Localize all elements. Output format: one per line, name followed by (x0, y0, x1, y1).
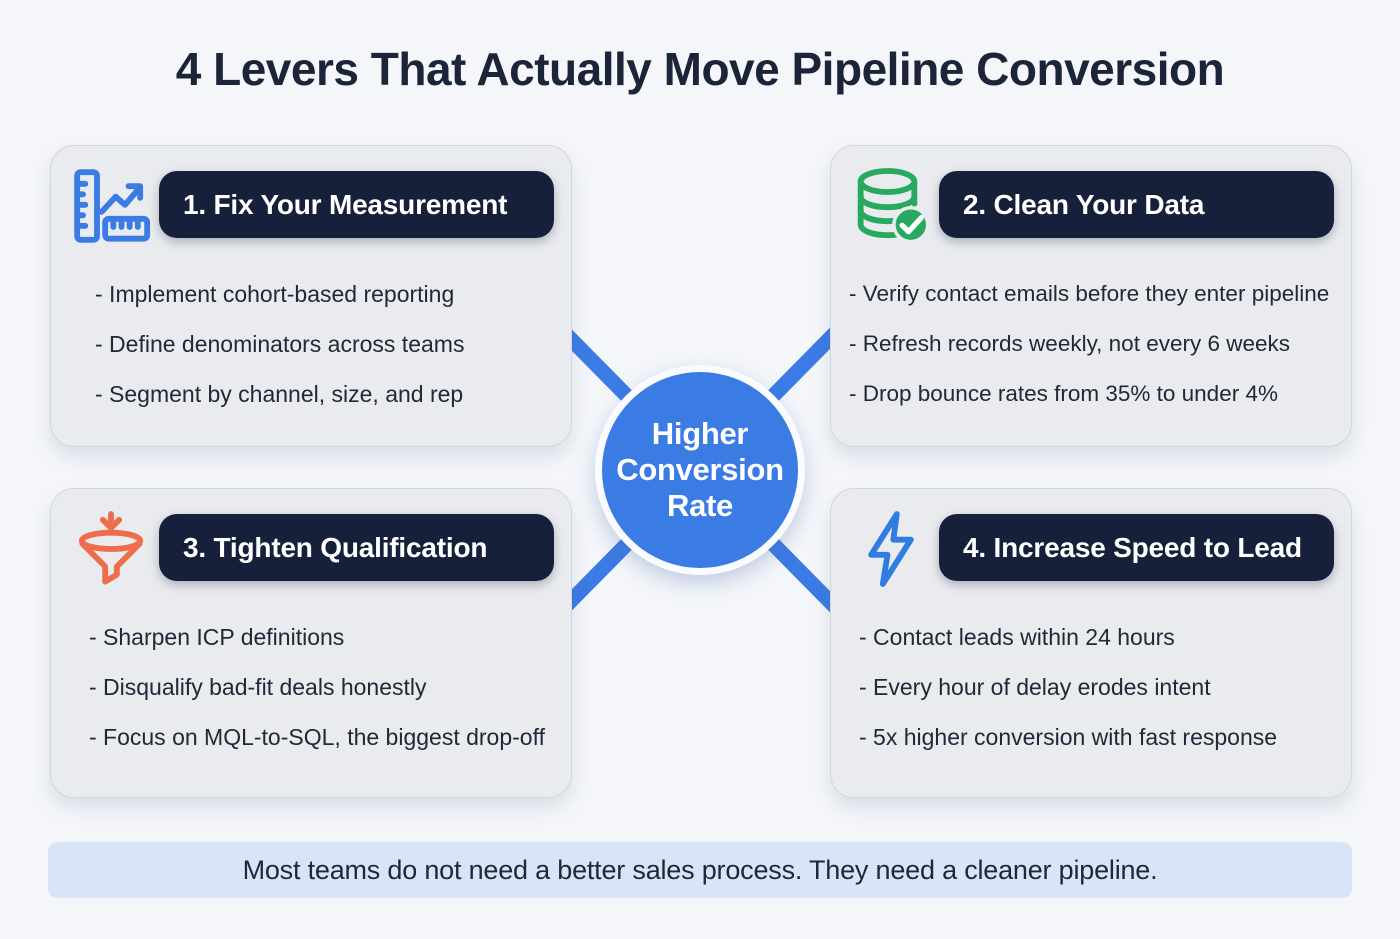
bullet-item: - Define denominators across teams (95, 331, 465, 357)
bullet-item: - Segment by channel, size, and rep (95, 381, 464, 407)
card-title: 1. Fix Your Measurement (183, 188, 508, 220)
footer-text: Most teams do not need a better sales pr… (242, 854, 1158, 885)
bullet-item: - Sharpen ICP definitions (89, 624, 345, 650)
card-fix-measurement: 1. Fix Your Measurement - Implement coho… (50, 145, 572, 447)
bullet-list: - Contact leads within 24 hours - Every … (859, 625, 1277, 749)
bullet-item: - Focus on MQL-to-SQL, the biggest drop-… (89, 724, 545, 750)
card-tighten-qualification: 3. Tighten Qualification - Sharpen ICP d… (50, 488, 572, 798)
card-title: 4. Increase Speed to Lead (963, 531, 1302, 563)
bullet-list: - Implement cohort-based reporting - Def… (95, 282, 464, 406)
funnel-down-icon (67, 505, 155, 593)
bullet-list: - Verify contact emails before they ente… (849, 282, 1329, 406)
center-circle-higher-conversion-rate: Higher Conversion Rate (595, 365, 805, 575)
ruler-trend-chart-icon (67, 162, 155, 250)
card-title-pill: 3. Tighten Qualification (159, 514, 554, 581)
card-title-pill: 2. Clean Your Data (939, 171, 1334, 238)
footer-banner: Most teams do not need a better sales pr… (48, 842, 1352, 898)
bullet-item: - Every hour of delay erodes intent (859, 674, 1211, 700)
card-title-pill: 1. Fix Your Measurement (159, 171, 554, 238)
card-increase-speed-to-lead: 4. Increase Speed to Lead - Contact lead… (830, 488, 1352, 798)
bullet-item: - Verify contact emails before they ente… (849, 281, 1330, 306)
card-title: 2. Clean Your Data (963, 188, 1205, 220)
page-title: 4 Levers That Actually Move Pipeline Con… (175, 43, 1225, 95)
bullet-item: - Contact leads within 24 hours (859, 624, 1175, 650)
bullet-item: - Implement cohort-based reporting (95, 281, 455, 307)
card-clean-your-data: 2. Clean Your Data - Verify contact emai… (830, 145, 1352, 447)
bullet-list: - Sharpen ICP definitions - Disqualify b… (89, 625, 545, 749)
circle-label-line: Higher (651, 416, 749, 451)
bullet-item: - Drop bounce rates from 35% to under 4% (849, 381, 1278, 406)
circle-label-line: Conversion (616, 452, 784, 487)
circle-label-line: Rate (667, 488, 733, 523)
bullet-item: - 5x higher conversion with fast respons… (859, 724, 1278, 750)
card-title: 3. Tighten Qualification (183, 531, 488, 563)
checkmark-icon (899, 215, 924, 235)
bullet-item: - Refresh records weekly, not every 6 we… (849, 331, 1291, 356)
check-badge (892, 206, 930, 244)
database-check-icon (847, 162, 935, 250)
card-title-pill: 4. Increase Speed to Lead (939, 514, 1334, 581)
bullet-item: - Disqualify bad-fit deals honestly (89, 674, 427, 700)
lightning-bolt-icon (847, 505, 935, 593)
